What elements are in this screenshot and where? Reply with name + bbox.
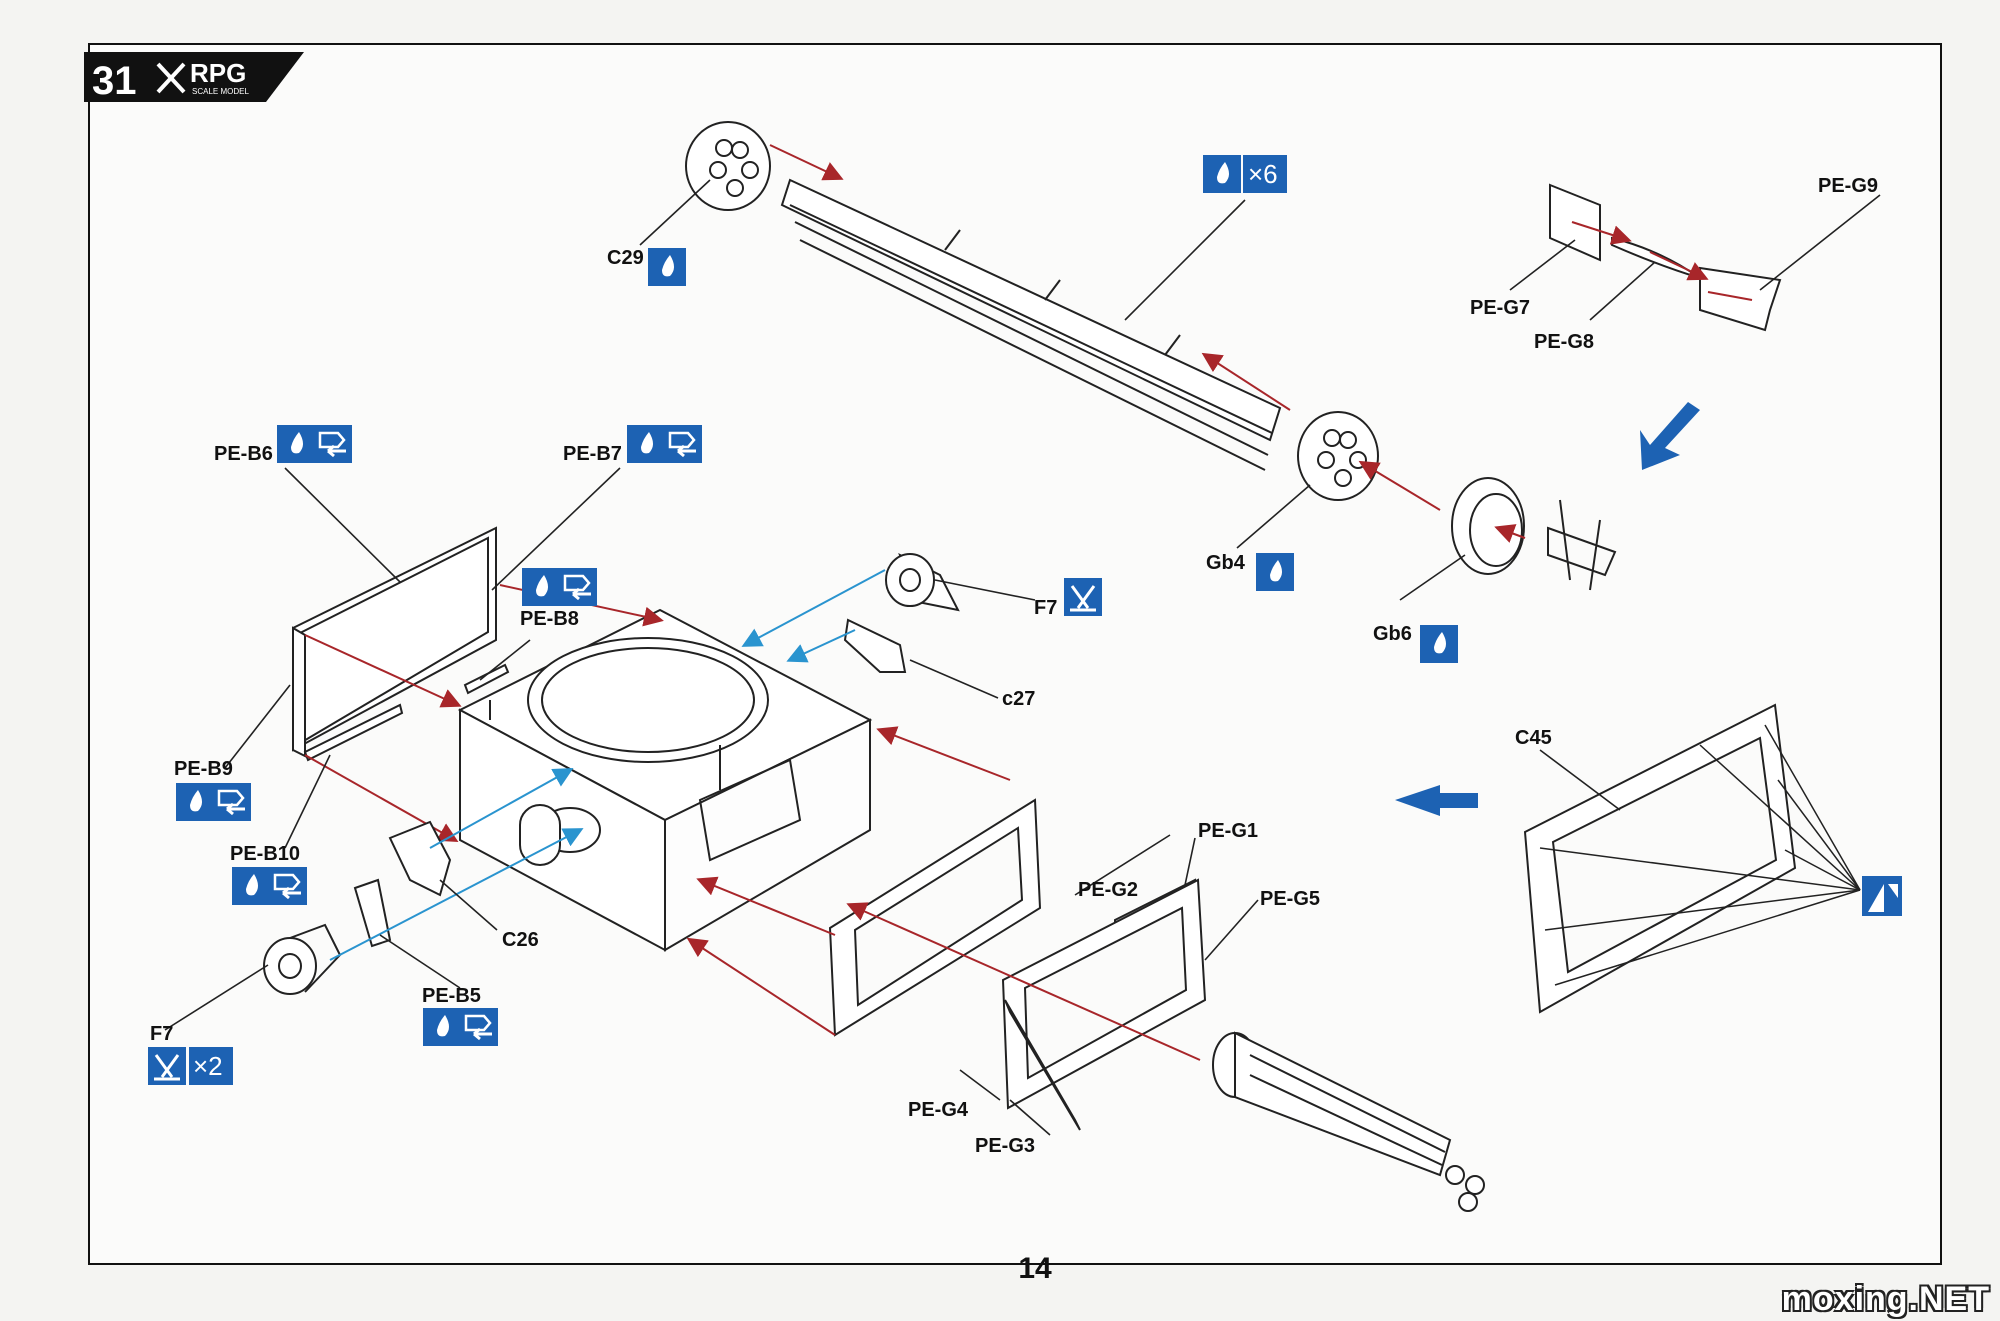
label-pe-g2: PE-G2 [1078,879,1138,901]
label-pe-g5: PE-G5 [1260,888,1320,910]
label-c26: C26 [502,929,539,951]
label-pe-g8: PE-G8 [1534,331,1594,353]
glue-drop-icon [1203,155,1241,193]
label-f7-bottom: F7 [150,1023,173,1045]
pe-g-frames [686,726,1207,1131]
direction-arrow-icon [1395,785,1478,816]
multiplier-x2-badge: ×2 [189,1047,233,1085]
leader-lines [164,179,1881,1136]
bend-arrow-icon [662,423,704,465]
part-c45-panel [1523,703,1861,1014]
label-pe-g4: PE-G4 [908,1099,969,1121]
turret-base-box [457,608,873,952]
part-pe-b5-bracket [353,878,392,948]
label-pe-b10: PE-B10 [230,843,300,865]
label-c45: C45 [1515,727,1552,749]
pe-g7-g8-g9-subassembly [1549,183,1782,332]
label-pe-b7: PE-B7 [563,443,622,465]
cut-icon [146,1045,188,1087]
page-number: 14 [1018,1252,1052,1285]
part-pe-b10-strip [303,703,404,762]
multiplier-x6-badge: ×6 [1243,155,1287,193]
glue-drop-icon [648,248,686,286]
label-pe-b8: PE-B8 [520,608,579,630]
svg-text:×6: ×6 [1248,159,1278,189]
brand-subtitle: SCALE MODEL [192,87,249,96]
glue-drop-icon [277,425,315,463]
small-parts [263,552,960,995]
label-c29: C29 [607,247,644,269]
flip-icon [1862,876,1902,916]
glue-drop-icon [1256,553,1294,591]
label-pe-g1: PE-G1 [1198,820,1258,842]
label-pe-g7: PE-G7 [1470,297,1530,319]
cut-icon [1062,576,1104,618]
svg-text:×2: ×2 [193,1051,223,1081]
bend-arrow-icon [211,781,253,823]
bend-arrow-icon [557,566,599,608]
bend-arrow-icon [312,423,354,465]
label-c27: c27 [1002,688,1035,710]
bend-arrow-icon [458,1006,500,1048]
direction-arrow-icon [1640,402,1700,470]
part-pe-g3-strip [1004,999,1081,1131]
label-f7-top: F7 [1034,597,1057,619]
assembled-gatling [1212,1031,1485,1212]
label-pe-b9: PE-B9 [174,758,233,780]
glue-drop-icon [1420,625,1458,663]
label-pe-b5: PE-B5 [422,985,481,1007]
barrel-cluster [685,121,1617,591]
label-pe-g3: PE-G3 [975,1135,1035,1157]
label-pe-b6: PE-B6 [214,443,273,465]
glue-drop-icon [232,867,270,905]
bend-arrow-icon [267,865,309,907]
glue-drop-icon [627,425,665,463]
brand-logo: RPG [190,58,246,88]
label-gb6: Gb6 [1373,623,1412,645]
label-pe-g9: PE-G9 [1818,175,1878,197]
glue-drop-icon [522,568,560,606]
glue-drop-icon [423,1008,461,1046]
part-c29-disc [685,121,771,211]
part-c26-bracket [388,820,452,897]
part-pe-b9-panel [292,626,306,758]
glue-drop-icon [176,783,214,821]
pe-b-panels [292,526,664,842]
step-badge: 31 RPG SCALE MODEL [84,52,304,102]
step-number: 31 [92,59,137,102]
watermark: moxing.NET [1781,1280,1990,1318]
label-gb4: Gb4 [1206,552,1246,574]
crossed-swords-icon [156,62,186,94]
part-gb4-disc [1297,411,1379,501]
